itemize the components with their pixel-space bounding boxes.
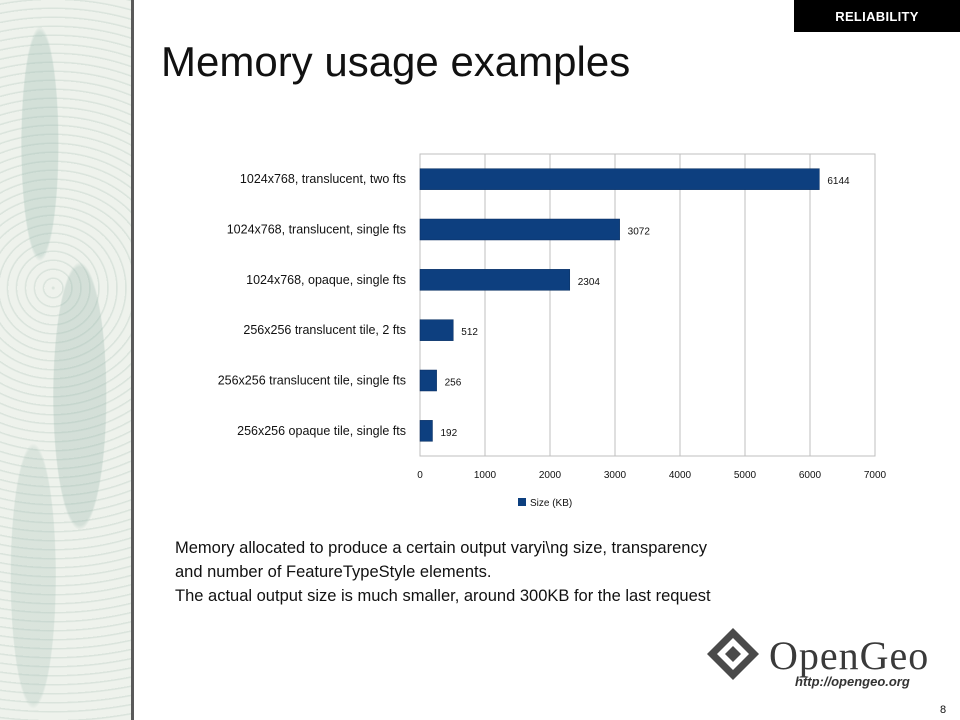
caption-line-2: The actual output size is much smaller, … (175, 587, 711, 605)
y-category-label: 1024x768, translucent, single fts (227, 223, 406, 237)
page-number: 8 (940, 704, 947, 716)
bar (419, 420, 433, 442)
section-tag: RELIABILITY (794, 0, 960, 32)
data-label: 192 (440, 428, 457, 439)
data-label: 512 (461, 327, 478, 338)
y-category-label: 256x256 opaque tile, single fts (237, 424, 406, 438)
y-category-label: 1024x768, translucent, two fts (240, 172, 406, 186)
y-category-label: 1024x768, opaque, single fts (246, 273, 406, 287)
map-sidebar-decoration (0, 0, 133, 720)
y-category-label: 256x256 translucent tile, single fts (218, 374, 406, 388)
logo-name: OpenGeo (769, 633, 930, 678)
x-tick-label: 7000 (864, 470, 887, 481)
bar (419, 369, 437, 392)
sidebar-divider (131, 0, 134, 720)
bar (419, 269, 571, 291)
x-tick-label: 3000 (604, 470, 627, 481)
slide-title: Memory usage examples (161, 38, 631, 85)
bar (419, 218, 620, 241)
data-label: 256 (445, 378, 462, 389)
bar (419, 168, 820, 190)
x-tick-label: 4000 (669, 470, 692, 481)
data-label: 6144 (827, 176, 850, 187)
x-tick-label: 1000 (474, 470, 497, 481)
data-label: 3072 (628, 227, 651, 238)
data-label: 2304 (578, 277, 601, 288)
y-category-label: 256x256 translucent tile, 2 fts (243, 323, 406, 337)
legend-swatch (518, 498, 526, 506)
plot-area-frame (419, 153, 876, 457)
x-tick-label: 5000 (734, 470, 757, 481)
x-tick-label: 0 (417, 470, 423, 481)
opengeo-diamond-icon (707, 628, 759, 680)
x-tick-label: 6000 (799, 470, 822, 481)
legend-label: Size (KB) (530, 498, 572, 509)
opengeo-logo: OpenGeo http://opengeo.org (703, 624, 933, 694)
bar (419, 319, 454, 341)
logo-url: http://opengeo.org (795, 674, 910, 689)
caption: Memory allocated to produce a certain ou… (175, 536, 715, 608)
x-tick-label: 2000 (539, 470, 562, 481)
caption-line-1: Memory allocated to produce a certain ou… (175, 539, 707, 581)
